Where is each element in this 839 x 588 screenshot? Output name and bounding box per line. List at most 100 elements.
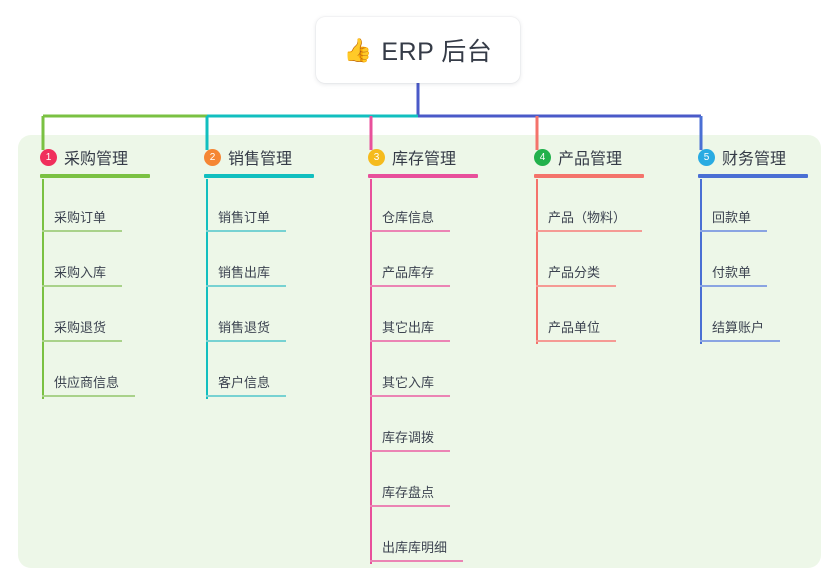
leaf-label: 产品（物料） [548,210,627,225]
branch-title: 销售管理 [228,151,293,168]
leaf-rule [42,340,122,342]
leaf-item[interactable]: 采购入库 [18,234,183,289]
leaf-label: 产品分类 [548,265,601,280]
leaf-item[interactable]: 产品（物料） [512,179,677,234]
leaf-label: 产品单位 [548,320,601,335]
leaf-item[interactable]: 采购退货 [18,289,183,344]
branch-column-3: 3 库存管理仓库信息产品库存其它出库其它入库库存调拨库存盘点出库库明细 [346,135,511,564]
branch-leaf-list: 仓库信息产品库存其它出库其它入库库存调拨库存盘点出库库明细 [346,179,511,564]
leaf-item[interactable]: 出库库明细 [346,509,511,564]
leaf-item[interactable]: 库存盘点 [346,454,511,509]
leaf-rule [370,450,450,452]
leaf-rule [370,285,450,287]
leaf-rule [42,230,122,232]
leaf-rule [206,395,286,397]
branch-column-2: 2 销售管理销售订单销售出库销售退货客户信息 [182,135,347,399]
root-node[interactable]: 👍 ERP 后台 [316,17,520,83]
leaf-label: 销售订单 [218,210,271,225]
leaf-item[interactable]: 产品单位 [512,289,677,344]
branch-index-badge: 3 [368,148,385,166]
branch-header-3[interactable]: 3 库存管理 [346,135,511,179]
branch-header-2[interactable]: 2 销售管理 [182,135,347,179]
branch-leaf-list: 产品（物料） 产品分类产品单位 [512,179,677,344]
leaf-label: 付款单 [712,265,752,280]
leaf-label: 回款单 [712,210,752,225]
leaf-label: 采购订单 [54,210,107,225]
leaf-rule [42,395,135,397]
leaf-item[interactable]: 客户信息 [182,344,347,399]
leaf-rule [206,340,286,342]
leaf-item[interactable]: 销售订单 [182,179,347,234]
branch-header-rule [204,174,314,178]
leaf-rule [370,230,450,232]
branch-header-rule [534,174,644,178]
branch-title: 财务管理 [722,151,787,168]
leaf-rule [206,285,286,287]
leaf-item[interactable]: 库存调拨 [346,399,511,454]
leaf-rule [370,395,450,397]
branch-header-rule [698,174,808,178]
leaf-item[interactable]: 产品分类 [512,234,677,289]
leaf-item[interactable]: 销售出库 [182,234,347,289]
leaf-rule [536,285,616,287]
branch-header-4[interactable]: 4 产品管理 [512,135,677,179]
branch-column-5: 5 财务管理回款单付款单结算账户 [676,135,839,344]
leaf-label: 结算账户 [712,320,765,335]
leaf-label: 销售出库 [218,265,271,280]
leaf-item[interactable]: 产品库存 [346,234,511,289]
branch-panel [18,135,821,568]
branch-columns: 1 采购管理采购订单采购入库采购退货供应商信息 2 销售管理销售订单销售出库销售退货客… [18,135,821,568]
leaf-rule [536,230,642,232]
leaf-label: 客户信息 [218,375,271,390]
branch-spine [42,179,44,399]
branch-column-4: 4 产品管理产品（物料） 产品分类产品单位 [512,135,677,344]
leaf-item[interactable]: 采购订单 [18,179,183,234]
branch-title: 采购管理 [64,151,129,168]
leaf-rule [700,230,767,232]
branch-title: 库存管理 [392,151,457,168]
leaf-rule [370,560,463,562]
branch-title: 产品管理 [558,151,623,168]
leaf-rule [700,285,767,287]
leaf-label: 库存调拨 [382,430,435,445]
leaf-rule [536,340,616,342]
leaf-label: 采购退货 [54,320,107,335]
leaf-item[interactable]: 其它出库 [346,289,511,344]
leaf-label: 产品库存 [382,265,435,280]
leaf-rule [700,340,780,342]
leaf-rule [206,230,286,232]
branch-header-rule [368,174,478,178]
leaf-label: 库存盘点 [382,485,435,500]
branch-index-badge: 4 [534,148,551,166]
leaf-item[interactable]: 付款单 [676,234,839,289]
leaf-item[interactable]: 供应商信息 [18,344,183,399]
branch-header-1[interactable]: 1 采购管理 [18,135,183,179]
branch-leaf-list: 采购订单采购入库采购退货供应商信息 [18,179,183,399]
branch-leaf-list: 销售订单销售出库销售退货客户信息 [182,179,347,399]
leaf-label: 销售退货 [218,320,271,335]
leaf-rule [370,505,450,507]
leaf-item[interactable]: 结算账户 [676,289,839,344]
branch-header-5[interactable]: 5 财务管理 [676,135,839,179]
leaf-label: 采购入库 [54,265,107,280]
leaf-item[interactable]: 销售退货 [182,289,347,344]
branch-index-badge: 1 [40,148,57,166]
branch-leaf-list: 回款单付款单结算账户 [676,179,839,344]
leaf-rule [370,340,450,342]
leaf-item[interactable]: 其它入库 [346,344,511,399]
branch-header-rule [40,174,150,178]
leaf-label: 仓库信息 [382,210,435,225]
branch-index-badge: 5 [698,148,715,166]
page-title: ERP 后台 [381,38,493,66]
branch-spine [370,179,372,564]
leaf-rule [42,285,122,287]
leaf-label: 其它入库 [382,375,435,390]
leaf-item[interactable]: 回款单 [676,179,839,234]
thumbs-up-icon: 👍 [343,36,373,63]
leaf-label: 供应商信息 [54,375,120,390]
leaf-label: 出库库明细 [382,540,448,555]
leaf-item[interactable]: 仓库信息 [346,179,511,234]
branch-index-badge: 2 [204,148,221,166]
branch-spine [700,179,702,344]
